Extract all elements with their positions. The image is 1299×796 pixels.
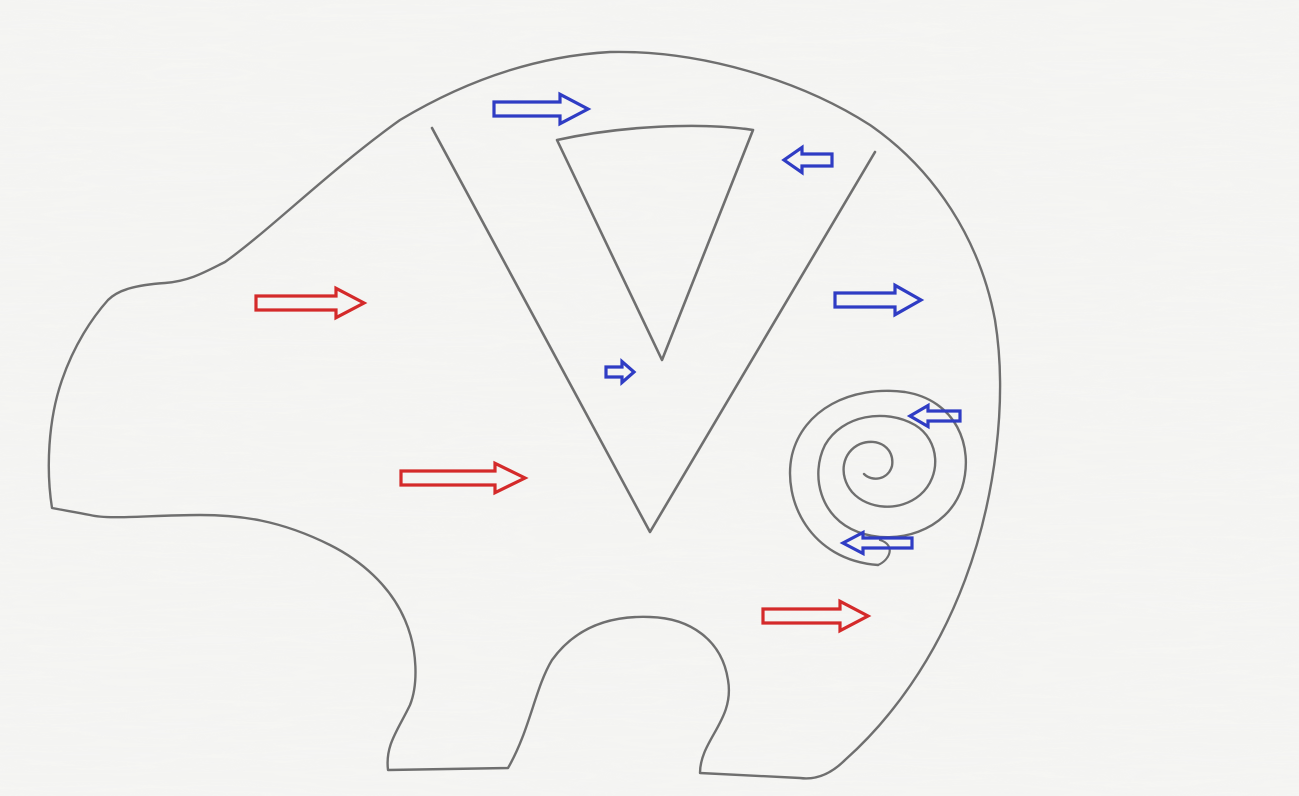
bear-sketch-drawing (0, 0, 1299, 796)
paper-texture (0, 0, 1299, 796)
